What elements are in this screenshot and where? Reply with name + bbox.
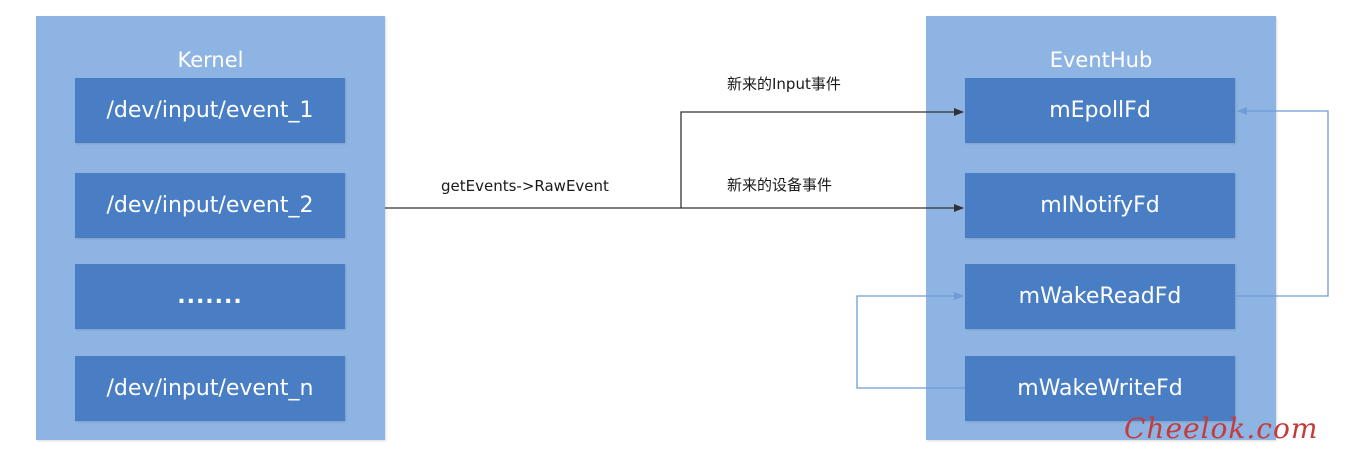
kernel-item-ellipsis: .......	[75, 264, 345, 329]
kernel-title: Kernel	[177, 48, 244, 72]
eventhub-item-mepollfd: mEpollFd	[965, 78, 1235, 143]
get-events-label: getEvents->RawEvent	[441, 177, 609, 195]
eventhub-item-mwakewritefd: mWakeWriteFd	[965, 356, 1235, 421]
kernel-item-event-1: /dev/input/event_1	[75, 78, 345, 143]
new-input-event-label: 新来的Input事件	[727, 75, 841, 93]
new-device-event-label: 新来的设备事件	[727, 176, 833, 194]
kernel-item-event-2: /dev/input/event_2	[75, 173, 345, 238]
eventhub-item-minotifyfd: mINotifyFd	[965, 173, 1235, 238]
watermark-logo: Cheelok.com	[1124, 412, 1319, 445]
eventhub-title: EventHub	[1049, 48, 1153, 72]
eventhub-item-mwakereadfd: mWakeReadFd	[965, 264, 1235, 329]
kernel-item-event-n: /dev/input/event_n	[75, 356, 345, 421]
